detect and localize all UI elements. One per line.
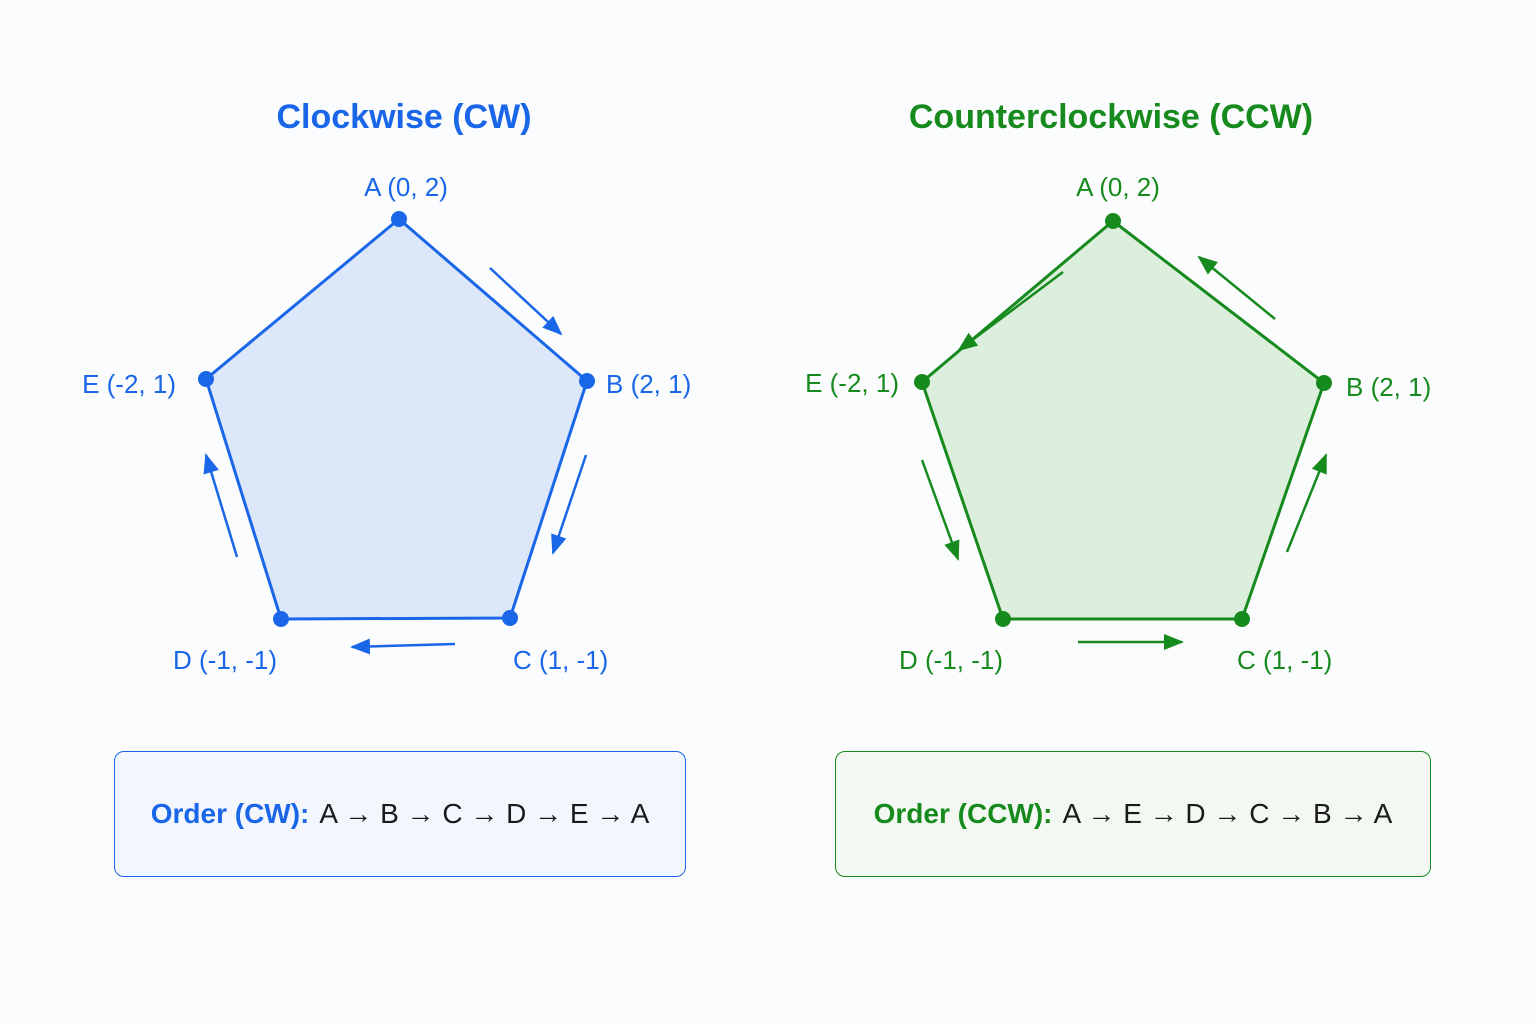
- ccw-order-sequence: A → E → D → C → B → A: [1062, 798, 1393, 829]
- ccw-vertex-label-e: E (-2, 1): [805, 368, 899, 398]
- ccw-vertex-b: [1316, 375, 1332, 391]
- cw-vertex-label-c: C (1, -1): [513, 645, 608, 675]
- cw-vertex-label-b: B (2, 1): [606, 369, 691, 399]
- cw-vertex-d: [273, 611, 289, 627]
- ccw-panel-title: Counterclockwise (CCW): [908, 98, 1314, 136]
- ccw-vertex-e: [914, 374, 930, 390]
- cw-vertex-label-a: A (0, 2): [364, 172, 448, 202]
- cw-direction-arrow: [203, 453, 239, 558]
- ccw-panel: A (0, 2) B (2, 1) C (1, -1) D (-1, -1) E (-2…: [805, 172, 1431, 675]
- ccw-vertex-label-b: B (2, 1): [1346, 372, 1431, 402]
- cw-vertex-c: [502, 610, 518, 626]
- cw-direction-arrow: [350, 638, 456, 655]
- ccw-pentagon: [920, 219, 1326, 621]
- cw-order-box: Order (CW): A → B → C → D → E → A: [114, 751, 686, 877]
- cw-vertex-e: [198, 371, 214, 387]
- ccw-direction-arrow: [1197, 255, 1276, 320]
- cw-vertex-label-d: D (-1, -1): [173, 645, 277, 675]
- cw-direction-arrow: [489, 267, 563, 336]
- cw-panel: A (0, 2) B (2, 1) C (1, -1) D (-1, -1) E (-2…: [82, 172, 691, 675]
- cw-direction-arrow: [551, 454, 588, 555]
- ccw-direction-arrow: [920, 459, 960, 561]
- cw-vertex-b: [579, 373, 595, 389]
- cw-panel-title: Clockwise (CW): [276, 98, 532, 136]
- cw-order-sequence: A → B → C → D → E → A: [319, 798, 650, 829]
- ccw-direction-arrow: [1285, 453, 1328, 553]
- ccw-vertex-d: [995, 611, 1011, 627]
- ccw-vertex-label-a: A (0, 2): [1076, 172, 1160, 202]
- cw-vertex-a: [391, 211, 407, 227]
- ccw-vertex-label-c: C (1, -1): [1237, 645, 1332, 675]
- ccw-vertex-c: [1234, 611, 1250, 627]
- cw-vertex-label-e: E (-2, 1): [82, 369, 176, 399]
- cw-pentagon: [204, 217, 589, 621]
- ccw-direction-arrow: [957, 271, 1064, 352]
- ccw-vertex-a: [1105, 213, 1121, 229]
- ccw-vertex-label-d: D (-1, -1): [899, 645, 1003, 675]
- ccw-order-box: Order (CCW): A → E → D → C → B → A: [835, 751, 1431, 877]
- ccw-order-label: Order (CCW):: [873, 798, 1053, 829]
- cw-order-label: Order (CW):: [150, 798, 310, 829]
